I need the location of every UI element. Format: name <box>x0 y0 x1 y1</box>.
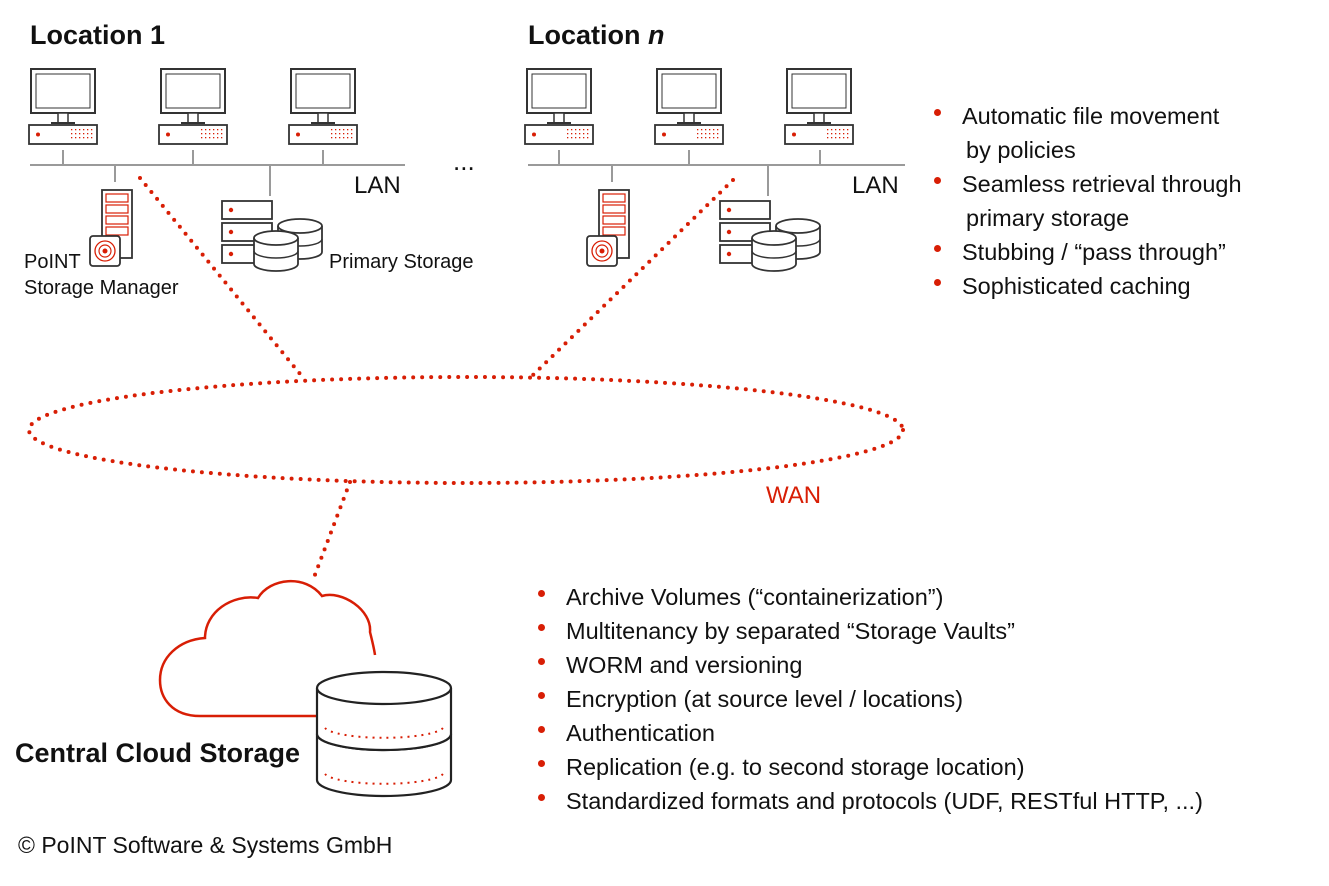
list-item: WORM and versioning <box>536 648 1203 682</box>
list-item: Encryption (at source level / locations) <box>536 682 1203 716</box>
database-icon <box>315 670 453 798</box>
list-item: Multitenancy by separated “Storage Vault… <box>536 614 1203 648</box>
storage-icon <box>221 200 323 272</box>
list-item: Standardized formats and protocols (UDF,… <box>536 784 1203 818</box>
location-n-title: Location n <box>528 20 665 50</box>
point-storage-manager-label: PoINT Storage Manager <box>24 251 179 299</box>
central-cloud-storage-label: Central Cloud Storage <box>15 738 301 768</box>
lan-lines <box>30 150 905 196</box>
computer-icon <box>524 68 594 145</box>
location-1-title: Location 1 <box>30 20 166 50</box>
computer-icon <box>28 68 98 145</box>
storage-icon <box>719 200 821 272</box>
primary-storage-label: Primary Storage <box>329 251 474 273</box>
list-item: Stubbing / “pass through” <box>932 235 1242 269</box>
lan-label-1: LAN <box>354 172 401 199</box>
computer-icon <box>784 68 854 145</box>
computer-icon <box>288 68 358 145</box>
features-bottom-list: Archive Volumes (“containerization”) Mul… <box>536 580 1203 818</box>
wan-connections <box>27 176 905 582</box>
computer-icon <box>158 68 228 145</box>
ellipsis: ... <box>453 146 475 176</box>
copyright: © PoINT Software & Systems GmbH <box>18 832 393 858</box>
list-item: Replication (e.g. to second storage loca… <box>536 750 1203 784</box>
lan-label-n: LAN <box>852 172 899 199</box>
cloud-icon <box>158 580 377 718</box>
computer-icon <box>654 68 724 145</box>
server-icon <box>586 189 630 267</box>
wan-label: WAN <box>766 482 822 509</box>
list-item: Sophisticated caching <box>932 269 1242 303</box>
list-item: Archive Volumes (“containerization”) <box>536 580 1203 614</box>
list-item: Authentication <box>536 716 1203 750</box>
